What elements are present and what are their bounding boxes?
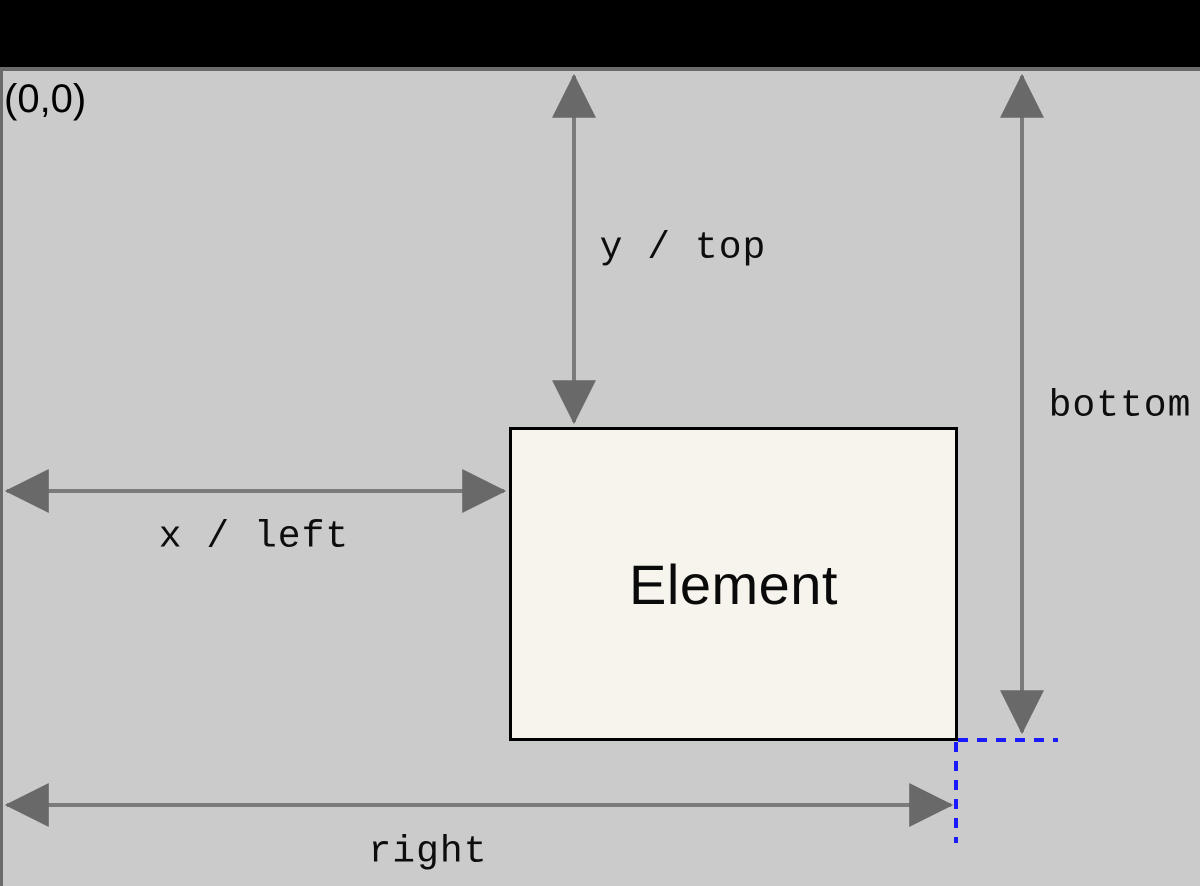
right-measure-label: right	[368, 830, 488, 874]
browser-chrome-bar	[0, 0, 1200, 67]
y-top-measure-label: y / top	[599, 226, 767, 270]
bottom-measure-label: bottom	[1048, 384, 1192, 428]
x-left-measure-label: x / left	[158, 515, 350, 559]
element-box: Element	[509, 427, 958, 741]
origin-coordinate-label: (0,0)	[4, 77, 87, 121]
element-label: Element	[629, 552, 838, 616]
